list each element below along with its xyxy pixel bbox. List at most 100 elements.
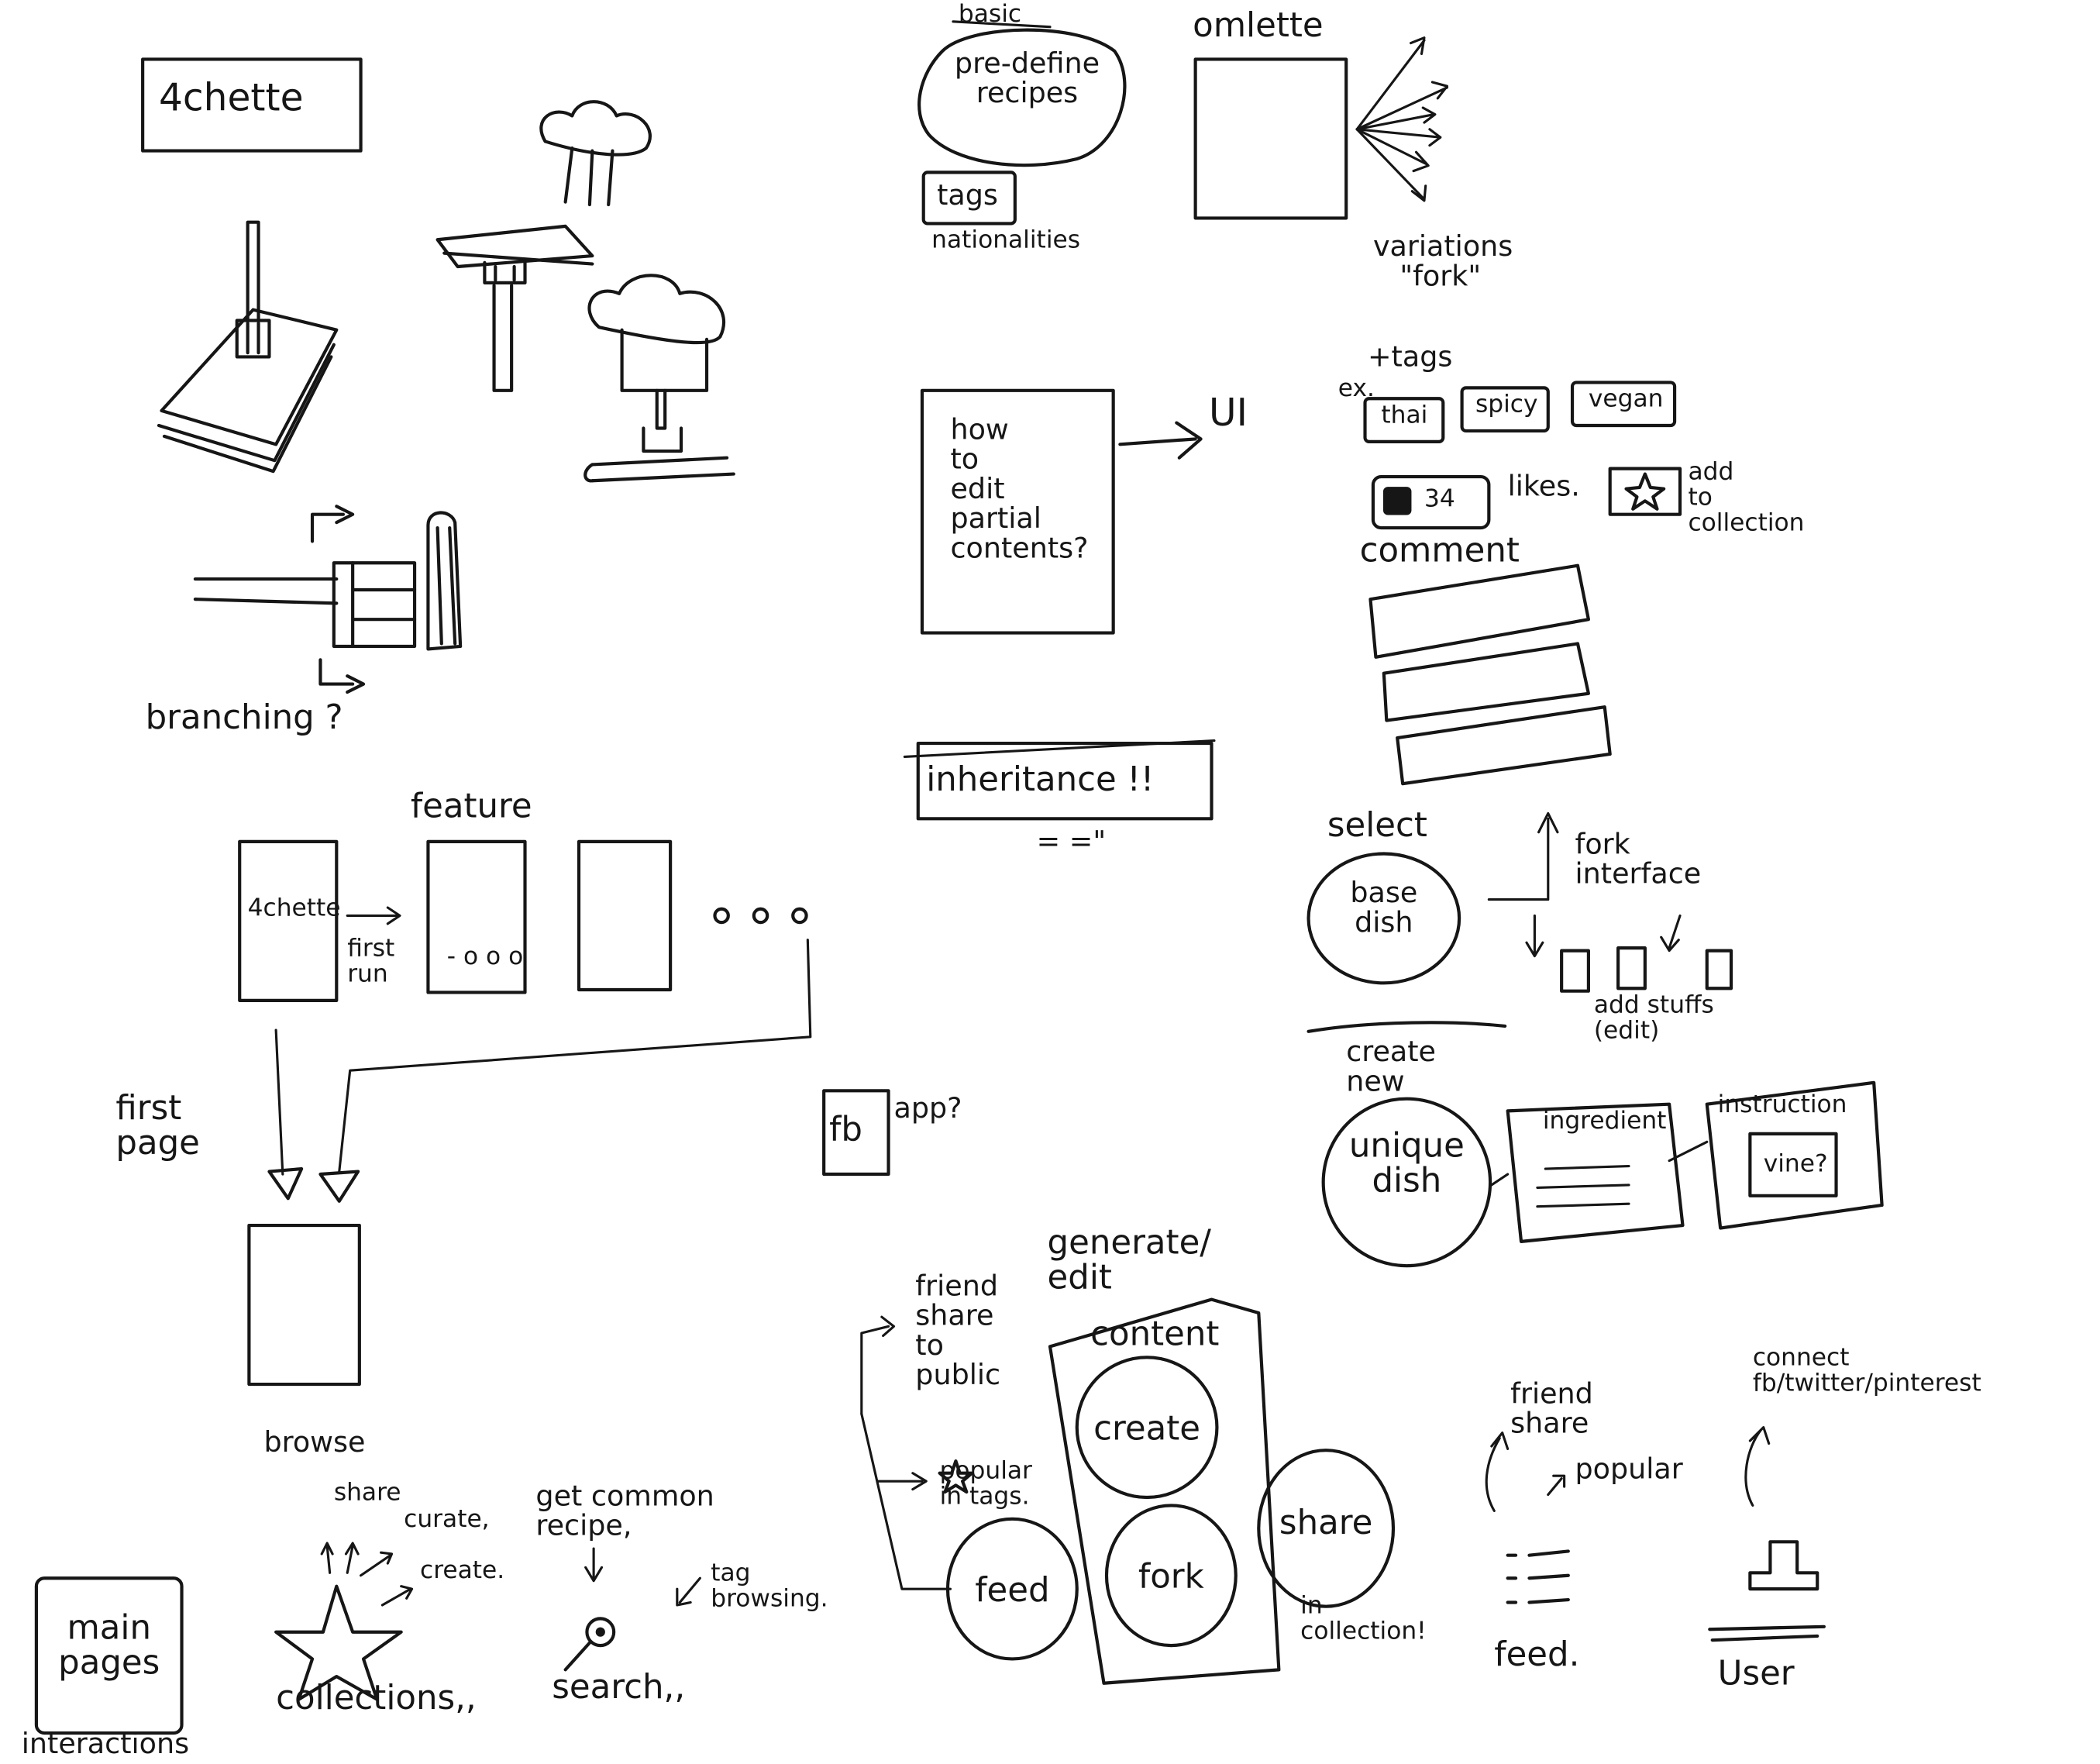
- popular-label: popular: [1575, 1452, 1683, 1486]
- phone-frame-3: [577, 839, 673, 992]
- vine-label: vine?: [1763, 1149, 1828, 1179]
- star-icon: [1624, 472, 1666, 511]
- tag-thai-text: thai: [1381, 401, 1428, 430]
- add-slot-3: [1705, 949, 1733, 991]
- phone-dots: - o o o: [446, 942, 524, 971]
- ellipsis-dots: [713, 907, 808, 925]
- phone-frame-1: [238, 839, 339, 1002]
- get-common-recipe-label: get common recipe,: [535, 1480, 714, 1542]
- fork-circle: [1104, 1504, 1238, 1648]
- add-to-collection-label: add to collection: [1688, 457, 1805, 537]
- fork-interface-label: fork interface: [1575, 828, 1702, 891]
- tag-vegan-text: vegan: [1588, 384, 1664, 414]
- share-circle: [1257, 1449, 1396, 1608]
- feed-circle: [945, 1517, 1079, 1661]
- likes-count: 34: [1424, 484, 1455, 513]
- phone-frame-2: [426, 839, 527, 994]
- ui-label: UI: [1209, 390, 1248, 436]
- arrowhead-left: [267, 1166, 304, 1201]
- browse-label: browse: [263, 1425, 366, 1459]
- popular-in-tags-label: popular in tags.: [939, 1456, 1032, 1511]
- flow-arrow-left: [274, 1028, 284, 1176]
- phone-logo-text: 4chette: [247, 894, 341, 923]
- add-slot-1: [1560, 949, 1590, 993]
- first-page-label: first page: [115, 1087, 200, 1163]
- logo-box: [141, 57, 363, 153]
- scribble-strike: [1708, 1624, 1826, 1642]
- plus-tags-label: +tags: [1367, 340, 1453, 374]
- create-small-label: create.: [420, 1556, 505, 1585]
- inheritance-box: [916, 741, 1214, 821]
- edit-partial-label: how to edit partial contents?: [950, 413, 1089, 565]
- add-slot-2: [1616, 946, 1647, 991]
- connect-label: connect fb/twitter/pinterest: [1752, 1343, 1981, 1398]
- create-new-label: create new: [1346, 1035, 1437, 1098]
- share-note: share: [333, 1478, 401, 1507]
- basic-strike: [952, 20, 1052, 29]
- add-stuffs-label: add stuffs (edit): [1593, 991, 1714, 1046]
- feed-circle-label: feed: [975, 1569, 1050, 1610]
- create-label: create: [1093, 1408, 1201, 1448]
- flow-arrow-right: [338, 939, 812, 1173]
- content-column: [1048, 1297, 1281, 1685]
- tag-browsing-label: tag browsing.: [711, 1559, 828, 1614]
- main-pages-box: [34, 1576, 184, 1735]
- feed-label: feed.: [1494, 1635, 1580, 1674]
- comment-field-1: [1368, 563, 1590, 659]
- fork-book-illustration: [157, 220, 339, 474]
- tag-chip-vegan: [1570, 381, 1677, 428]
- create-circle: [1075, 1356, 1219, 1500]
- interactions-label: interactions: [21, 1728, 190, 1760]
- chef-hat-illustration: [584, 274, 735, 483]
- arrowhead-right: [318, 1170, 360, 1203]
- add-collection-box: [1608, 467, 1682, 516]
- main-pages-label: main pages: [58, 1607, 160, 1683]
- comment-field-3: [1396, 705, 1612, 786]
- user-icon: [1748, 1540, 1819, 1591]
- omlette-box: [1193, 57, 1348, 220]
- friend-share-public-label: friend share to public: [915, 1270, 1001, 1391]
- star-icon: [938, 1459, 974, 1494]
- tag-spicy-text: spicy: [1475, 390, 1538, 419]
- comment-field-2: [1382, 642, 1590, 722]
- tags-label: tags: [937, 179, 998, 212]
- logo-text: 4chette: [158, 75, 304, 120]
- tag-chip-thai: [1363, 397, 1445, 443]
- share-label: share: [1279, 1502, 1373, 1542]
- feature-label: feature: [410, 786, 532, 826]
- first-run-label: first run: [347, 934, 395, 989]
- select-label: select: [1327, 804, 1427, 845]
- feed-list-icon: [1506, 1549, 1570, 1604]
- branching-label: branching ?: [145, 697, 343, 737]
- content-label: content: [1090, 1314, 1220, 1354]
- in-collection-label: in collection!: [1300, 1591, 1427, 1645]
- omlette-label: omlette: [1193, 5, 1324, 45]
- instruction-label: instruction: [1717, 1090, 1847, 1119]
- basic-label: basic: [958, 0, 1022, 29]
- app-question-label: app?: [893, 1092, 962, 1125]
- unique-dish-label: unique dish: [1348, 1125, 1465, 1201]
- fork-cloud-illustration: [435, 100, 652, 392]
- base-dish-label: base dish: [1350, 877, 1418, 939]
- user-label: User: [1717, 1653, 1795, 1693]
- first-run-arrow: [346, 906, 401, 925]
- fb-label: fb: [829, 1109, 862, 1149]
- nationalities-label: nationalities: [931, 226, 1081, 255]
- search-label: search,,: [552, 1666, 686, 1707]
- first-page-frame: [247, 1223, 361, 1387]
- vine-box: [1748, 1132, 1838, 1197]
- collections-label: collections,,: [276, 1677, 477, 1717]
- variations-label: variations "fork": [1372, 230, 1513, 293]
- branching-illustration: [193, 505, 463, 694]
- collections-arrows: [320, 1542, 414, 1607]
- search-icon: [585, 1617, 616, 1648]
- fork-interface-arrow: [1487, 811, 1559, 901]
- unique-dish-circle: [1321, 1097, 1492, 1268]
- ingredient-label: ingredient: [1542, 1107, 1667, 1135]
- tags-box: [921, 171, 1017, 226]
- pre-define-label: pre-define recipes: [954, 47, 1100, 109]
- likes-label: likes.: [1507, 470, 1580, 503]
- to-ui-arrow: [1118, 421, 1203, 460]
